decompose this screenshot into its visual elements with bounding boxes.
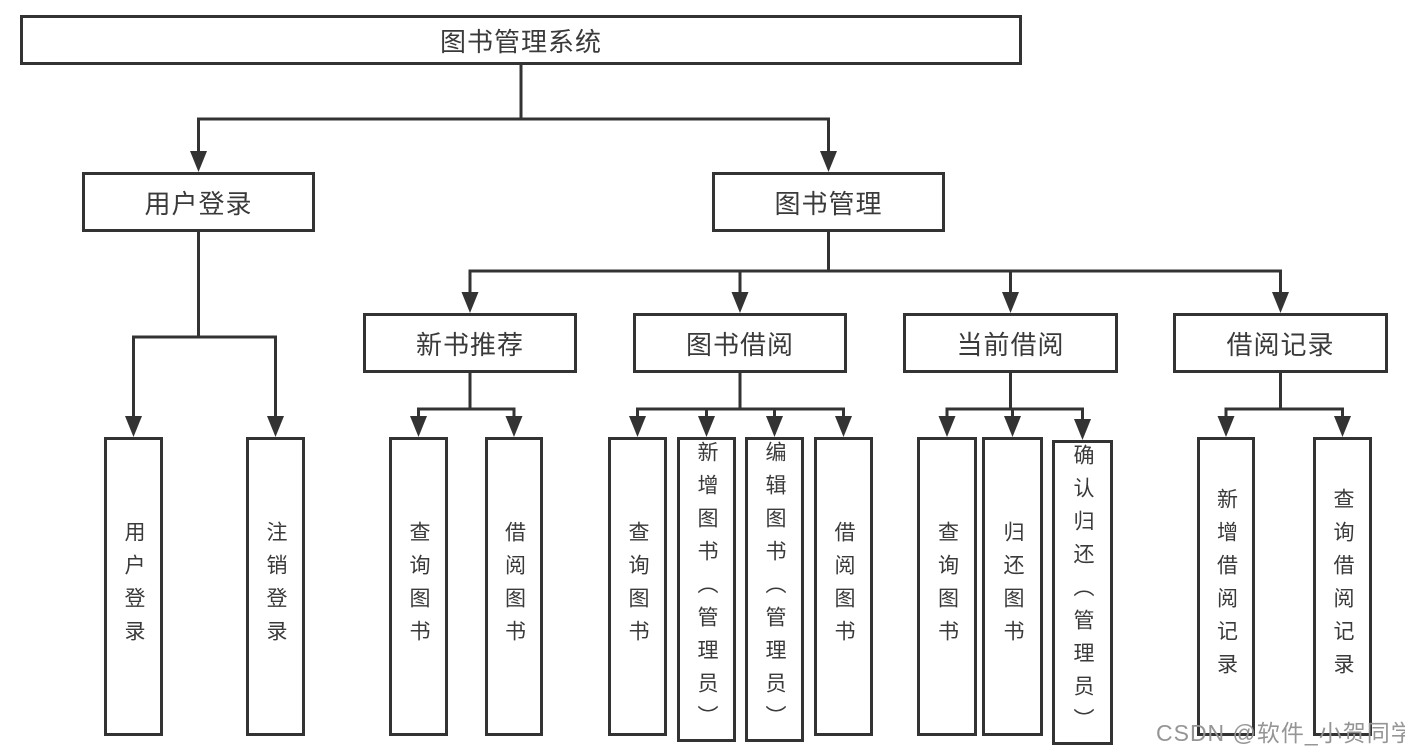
node-label-bb-add: 新增图书（管理员） xyxy=(695,441,718,738)
node-label-current-borrow: 当前借阅 xyxy=(956,329,1065,360)
node-current-borrow: 当前借阅 xyxy=(903,313,1118,373)
node-label-root: 图书管理系统 xyxy=(439,26,602,57)
node-label-br-query: 查询借阅记录 xyxy=(1331,487,1354,686)
node-logout: 注销登录 xyxy=(246,437,305,736)
node-bb-borrow: 借阅图书 xyxy=(814,437,873,736)
watermark: CSDN @软件_小贺同学 xyxy=(1156,720,1405,746)
node-label-bb-edit: 编辑图书（管理员） xyxy=(763,441,786,738)
node-label-nbr-borrow: 借阅图书 xyxy=(502,520,526,653)
node-label-book-borrow: 图书借阅 xyxy=(685,329,794,360)
node-user-login: 用户登录 xyxy=(82,172,315,232)
node-label-logout: 注销登录 xyxy=(264,520,287,653)
node-cb-query: 查询图书 xyxy=(917,437,977,736)
node-new-book-rec: 新书推荐 xyxy=(363,313,577,373)
node-bb-add: 新增图书（管理员） xyxy=(677,437,736,742)
node-login: 用户登录 xyxy=(104,437,163,736)
node-label-book-mgmt: 图书管理 xyxy=(774,188,883,219)
node-label-login: 用户登录 xyxy=(122,520,145,653)
node-bb-edit: 编辑图书（管理员） xyxy=(745,437,804,742)
node-label-cb-return: 归还图书 xyxy=(1001,520,1024,653)
node-cb-return: 归还图书 xyxy=(982,437,1043,736)
node-label-bb-borrow: 借阅图书 xyxy=(832,520,855,653)
node-label-user-login: 用户登录 xyxy=(144,188,253,219)
node-label-borrow-records: 借阅记录 xyxy=(1226,329,1335,360)
node-br-query: 查询借阅记录 xyxy=(1313,437,1372,736)
node-label-br-add: 新增借阅记录 xyxy=(1214,487,1238,686)
node-bb-query: 查询图书 xyxy=(608,437,667,736)
node-label-new-book-rec: 新书推荐 xyxy=(415,329,524,360)
node-label-cb-query: 查询图书 xyxy=(935,520,959,653)
node-nbr-borrow: 借阅图书 xyxy=(485,437,543,736)
node-cb-confirm: 确认归还（管理员） xyxy=(1052,440,1113,745)
node-label-nbr-query: 查询图书 xyxy=(407,520,430,653)
node-root: 图书管理系统 xyxy=(20,15,1022,65)
node-borrow-records: 借阅记录 xyxy=(1173,313,1388,373)
node-br-add: 新增借阅记录 xyxy=(1197,437,1255,736)
node-label-bb-query: 查询图书 xyxy=(626,520,649,653)
node-book-mgmt: 图书管理 xyxy=(712,172,945,232)
node-label-cb-confirm: 确认归还（管理员） xyxy=(1071,444,1094,741)
node-book-borrow: 图书借阅 xyxy=(633,313,847,373)
node-nbr-query: 查询图书 xyxy=(389,437,448,736)
